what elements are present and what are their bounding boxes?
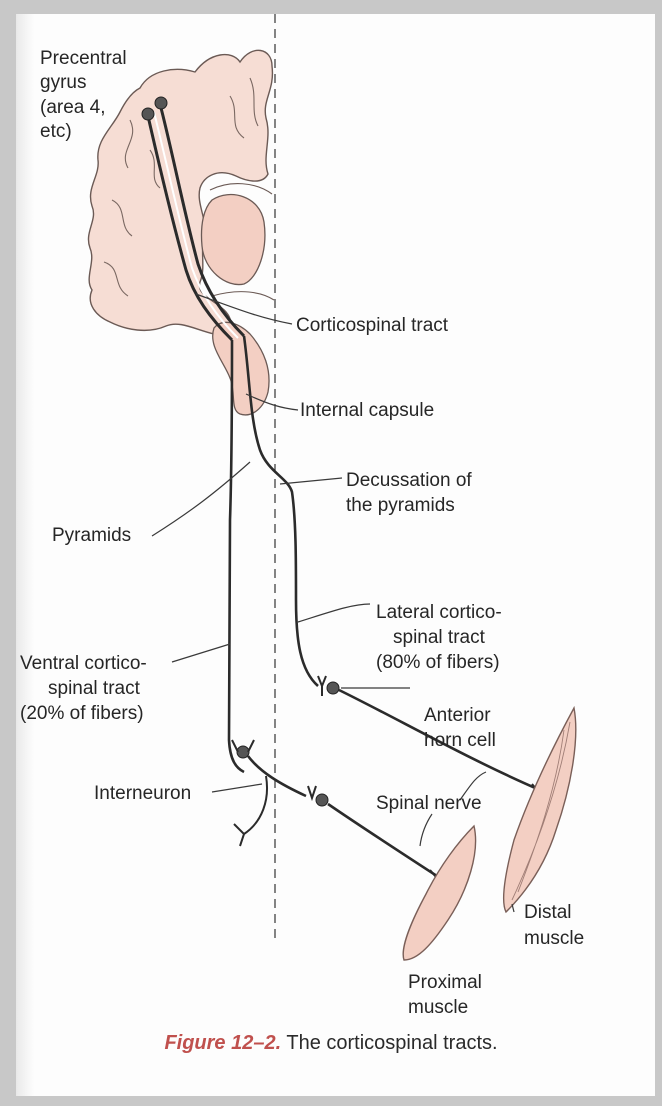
label-proximal-line2: muscle bbox=[408, 997, 468, 1018]
label-anterior-line2: horn cell bbox=[424, 730, 496, 751]
label-lateral-line2: spinal tract bbox=[393, 627, 486, 648]
label-ventral-line2: spinal tract bbox=[48, 678, 141, 699]
label-precentral-line1: Precentral bbox=[40, 48, 127, 69]
figure-caption-text: The corticospinal tracts. bbox=[286, 1032, 497, 1054]
distal-muscle-shape bbox=[504, 708, 576, 912]
proximal-muscle-shape bbox=[403, 826, 475, 960]
label-internal-capsule: Internal capsule bbox=[300, 400, 434, 421]
synapse-proximal bbox=[308, 786, 316, 798]
upper-motor-neuron-cell-2 bbox=[155, 97, 167, 109]
figure-caption: Figure 12–2. The corticospinal tracts. bbox=[0, 1032, 662, 1055]
internal-capsule-shape bbox=[213, 322, 269, 415]
label-spinal-nerve: Spinal nerve bbox=[376, 793, 482, 814]
figure-number: Figure 12–2. bbox=[164, 1032, 281, 1054]
label-pyramids: Pyramids bbox=[52, 525, 131, 546]
label-precentral-line2: gyrus bbox=[40, 72, 86, 93]
interneuron-cell bbox=[237, 746, 249, 758]
basal-ganglia bbox=[201, 195, 264, 285]
label-precentral-line4: etc) bbox=[40, 121, 72, 142]
label-decussation-line1: Decussation of bbox=[346, 470, 472, 491]
label-lateral-line1: Lateral cortico- bbox=[376, 602, 502, 623]
interneuron-fiber bbox=[248, 756, 306, 796]
anterior-horn-cell bbox=[327, 682, 339, 694]
label-distal-line1: Distal bbox=[524, 902, 572, 923]
interneuron-branch bbox=[234, 776, 267, 846]
label-decussation-line2: the pyramids bbox=[346, 495, 455, 516]
upper-motor-neuron-cell-1 bbox=[142, 108, 154, 120]
nerve-to-proximal-muscle bbox=[328, 804, 440, 878]
label-ventral-line1: Ventral cortico- bbox=[20, 653, 147, 674]
synapse-anterior-horn bbox=[318, 676, 326, 696]
label-precentral-line3: (area 4, bbox=[40, 97, 105, 118]
label-ventral-line3: (20% of fibers) bbox=[20, 703, 144, 724]
proximal-motor-neuron bbox=[316, 794, 328, 806]
label-interneuron: Interneuron bbox=[94, 783, 191, 804]
label-proximal-line1: Proximal bbox=[408, 972, 482, 993]
label-distal-line2: muscle bbox=[524, 928, 584, 949]
label-corticospinal-tract: Corticospinal tract bbox=[296, 315, 449, 336]
label-lateral-line3: (80% of fibers) bbox=[376, 652, 500, 673]
label-anterior-line1: Anterior bbox=[424, 705, 491, 726]
